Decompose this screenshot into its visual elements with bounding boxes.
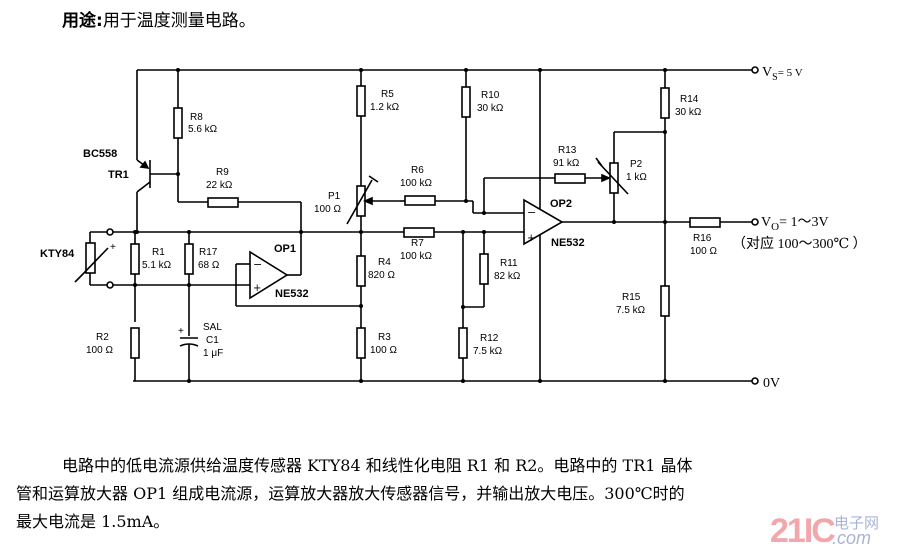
r3-value: 100 Ω — [370, 345, 397, 356]
r16-name: R16 — [693, 233, 712, 244]
r6-value: 100 kΩ — [400, 178, 432, 189]
r4-value: 820 Ω — [368, 270, 395, 281]
r7-name: R7 — [411, 238, 424, 249]
opamp-op2: − + — [523, 198, 564, 246]
capacitor-c1: + — [178, 326, 199, 381]
resistor-r15 — [660, 285, 670, 317]
r6-name: R6 — [411, 165, 424, 176]
resistor-r16 — [689, 217, 721, 228]
tr1-part: BC558 — [83, 148, 117, 160]
r16-value: 100 Ω — [690, 246, 717, 257]
svg-text:+: + — [178, 326, 184, 337]
op2-part: NE532 — [551, 237, 585, 249]
resistor-r10 — [461, 86, 471, 118]
junction-dots — [133, 68, 667, 383]
p2-value: 1 kΩ — [626, 172, 647, 183]
r13-value: 91 kΩ — [553, 158, 580, 169]
vo-label: VO= 1～3V — [761, 215, 829, 233]
r10-value: 30 kΩ — [477, 103, 504, 114]
r14-value: 30 kΩ — [675, 107, 702, 118]
r10-name: R10 — [481, 90, 500, 101]
c1-name: C1 — [206, 335, 219, 346]
r15-name: R15 — [622, 292, 641, 303]
r3-name: R3 — [378, 332, 391, 343]
resistor-r14 — [660, 87, 670, 119]
svg-text:−: − — [253, 258, 262, 271]
op2-name: OP2 — [550, 198, 572, 210]
r8-name: R8 — [190, 112, 203, 123]
sensor-kty84: + — [74, 231, 116, 286]
gnd-rail — [133, 377, 759, 385]
resistor-r5 — [356, 85, 366, 117]
resistor-r9 — [207, 197, 239, 208]
r4-name: R4 — [378, 257, 391, 268]
r17-name: R17 — [199, 247, 218, 258]
gnd-label: 0V — [763, 376, 780, 391]
r1-value: 5.1 kΩ — [142, 260, 172, 271]
r12-value: 7.5 kΩ — [473, 346, 503, 357]
tr1-name: TR1 — [108, 169, 129, 181]
resistor-r12 — [458, 327, 468, 359]
description-line-2: 管和运算放大器 OP1 组成电流源，运算放大器放大传感器信号，并输出放大电压。3… — [16, 484, 685, 503]
title-prefix: 用途: — [62, 11, 103, 31]
vo-note: （对应 100～300℃ ） — [732, 235, 867, 252]
circuit-schematic: VS= 5 V 0V BC558 TR1 R8 5.6 kΩ R9 22 kΩ — [40, 65, 867, 391]
resistor-r6 — [404, 195, 436, 206]
r11-value: 82 kΩ — [494, 271, 521, 282]
watermark-number: 21IC — [770, 512, 836, 550]
vo-terminal — [751, 218, 759, 226]
description: 电路中的低电流源供给温度传感器 KTY84 和线性化电阻 R1 和 R2。电路中… — [16, 452, 891, 536]
r5-value: 1.2 kΩ — [370, 102, 400, 113]
resistor-r13 — [554, 173, 586, 184]
r8-value: 5.6 kΩ — [188, 124, 218, 135]
r15-value: 7.5 kΩ — [616, 305, 646, 316]
vs-label: VS= 5 V — [762, 65, 803, 83]
resistor-r8 — [173, 107, 183, 139]
resistor-r7 — [403, 227, 435, 238]
resistor-r3 — [356, 327, 366, 359]
watermark-logo: 21IC 电子网 .com — [770, 512, 890, 552]
r2-name: R2 — [96, 332, 109, 343]
opamp-op1: − + — [235, 250, 360, 307]
resistor-r1 — [130, 243, 140, 275]
c1-value: 1 μF — [203, 348, 223, 359]
kty84-label: KTY84 — [40, 248, 75, 260]
p1-value: 100 Ω — [314, 204, 341, 215]
svg-text:+: + — [527, 233, 535, 244]
svg-text:+: + — [110, 242, 116, 253]
transistor-tr1 — [136, 70, 178, 230]
c1-type: SAL — [203, 322, 222, 333]
r11-name: R11 — [500, 258, 518, 269]
op1-name: OP1 — [274, 243, 296, 255]
r5-name: R5 — [381, 89, 394, 100]
r13-name: R13 — [558, 145, 577, 156]
potentiometer-p1 — [346, 175, 400, 225]
r12-name: R12 — [480, 333, 499, 344]
resistor-r11 — [479, 253, 489, 285]
r9-value: 22 kΩ — [206, 180, 233, 191]
description-line-1: 电路中的低电流源供给温度传感器 KTY84 和线性化电阻 R1 和 R2。电路中… — [62, 456, 693, 475]
r1-name: R1 — [152, 247, 165, 258]
title-text: 用于温度测量电路。 — [102, 11, 256, 31]
resistor-r4 — [356, 255, 366, 287]
r7-value: 100 kΩ — [400, 251, 432, 262]
watermark-cn: 电子网 — [834, 514, 880, 532]
r17-value: 68 Ω — [198, 260, 220, 271]
svg-text:+: + — [253, 283, 261, 294]
r9-name: R9 — [216, 167, 229, 178]
description-line-3: 最大电流是 1.5mA。 — [16, 512, 170, 531]
potentiometer-p2 — [595, 131, 665, 222]
p2-name: P2 — [630, 159, 643, 170]
watermark-domain: .com — [832, 528, 872, 548]
p1-name: P1 — [328, 191, 341, 202]
vs-rail — [137, 66, 759, 74]
page-title: 用途:用于温度测量电路。 — [62, 6, 256, 31]
resistor-r17 — [184, 243, 194, 275]
op1-part: NE532 — [275, 288, 309, 300]
svg-text:−: − — [527, 206, 536, 219]
r14-name: R14 — [680, 94, 699, 105]
r2-value: 100 Ω — [86, 345, 113, 356]
resistor-r2 — [130, 327, 140, 359]
